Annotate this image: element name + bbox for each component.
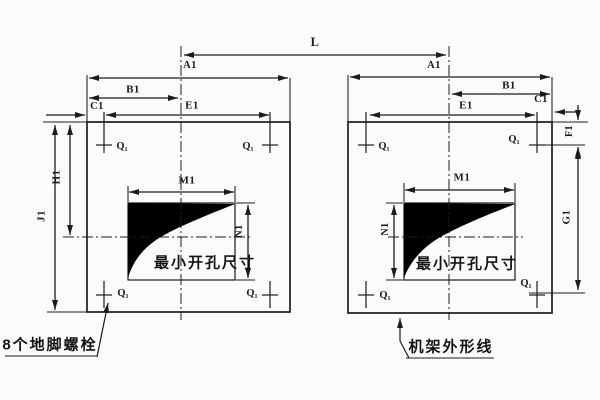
extension-lines (43, 75, 588, 313)
dim-label-n1-right: N1 (380, 222, 391, 236)
bolt-mark (529, 281, 545, 308)
dim-label-e1-left: E1 (185, 99, 199, 112)
frame-outline-leader (397, 318, 494, 359)
dim-label-g1: G1 (560, 209, 573, 225)
dim-label-h1: H1 (50, 169, 63, 185)
left-frame-outline (86, 121, 291, 313)
dim-label-L: L (310, 34, 320, 49)
dim-label-e1-right: E1 (459, 99, 473, 112)
bolt-mark (262, 112, 278, 153)
bolt-mark (529, 112, 545, 153)
dim-label-a1-right: A1 (427, 59, 441, 71)
dim-label-f1: F1 (564, 124, 575, 138)
dim-label-c1-right: C1 (534, 93, 548, 105)
anchor-bolts-callout: 8个地脚螺栓 (2, 336, 98, 354)
anchor-bolt-leader (5, 302, 109, 358)
right-frame-outline (347, 121, 553, 314)
bolt-label-q1: Q₁ (379, 289, 391, 301)
bolt-mark (262, 281, 278, 308)
dim-label-b1-right: B1 (502, 79, 516, 92)
centerlines (63, 46, 523, 320)
left-opening-wedge (128, 203, 235, 278)
dim-label-c1-left: C1 (90, 100, 104, 112)
dim-label-j1: J1 (35, 210, 48, 222)
min-opening-label-left: 最小开孔尺寸 (153, 254, 257, 272)
bolt-label-q1: Q₁ (116, 140, 128, 152)
dim-label-m1-left: M1 (178, 174, 196, 187)
bolt-label-q1: Q₁ (508, 133, 520, 145)
dimension-lines (46, 52, 581, 310)
bolt-label-q1: Q₁ (117, 287, 129, 299)
dim-label-m1-right: M1 (453, 171, 471, 184)
bolt-label-q1: Q₁ (246, 287, 258, 299)
bolt-mark (358, 281, 374, 308)
bolt-mark (96, 112, 112, 153)
dim-label-a1-left: A1 (183, 59, 197, 71)
bolt-mark (96, 281, 112, 308)
dim-label-b1-left: B1 (126, 83, 140, 96)
bolt-mark (358, 112, 374, 153)
bolt-label-q1: Q₁ (520, 277, 532, 289)
bolt-label-q1: Q₁ (378, 140, 390, 152)
frame-outline-callout: 机架外形线 (408, 338, 494, 356)
bolt-label-q1: Q₁ (242, 140, 254, 152)
anchor-bolt-marks (96, 112, 545, 308)
dim-label-n1-left: N1 (234, 224, 245, 238)
right-opening-wedge (404, 203, 515, 278)
min-opening-label-right: 最小开孔尺寸 (415, 255, 519, 273)
